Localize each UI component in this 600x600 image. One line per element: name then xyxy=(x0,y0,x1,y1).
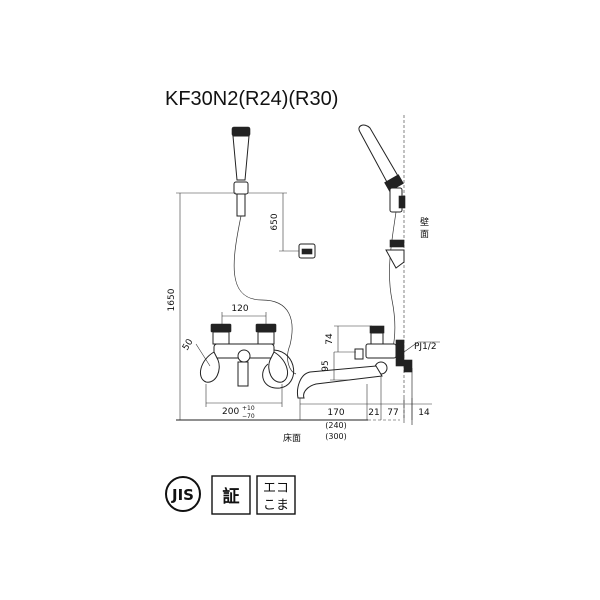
certified-mark-text: 証 xyxy=(223,486,240,507)
eco-mark-line2: こま xyxy=(263,498,289,513)
faucet-body xyxy=(199,323,295,389)
dim-77: 77 xyxy=(387,408,398,418)
dim-650: 650 xyxy=(270,213,280,230)
jis-mark-text: JIS xyxy=(171,486,194,504)
dim-120: 120 xyxy=(231,304,248,314)
dim-200-tol-minus: −70 xyxy=(242,413,255,420)
dim-50: 50 xyxy=(181,337,196,352)
dim-74: 74 xyxy=(325,333,335,345)
floor-label: 床面 xyxy=(283,432,301,444)
certified-mark: 証 xyxy=(211,475,251,515)
shower-head xyxy=(231,126,251,217)
dim-1650: 1650 xyxy=(167,288,177,311)
wall-hook-side xyxy=(389,239,405,248)
eco-mark-line1: エコ xyxy=(263,481,289,496)
shower-hose xyxy=(233,215,297,375)
dim-pj: PJ1/2 xyxy=(414,342,437,352)
wall-label-text: 壁面 xyxy=(420,216,429,240)
dim-14: 14 xyxy=(418,408,430,418)
jis-mark: JIS xyxy=(165,476,201,512)
dim-200: 200 xyxy=(222,407,239,417)
side-view: 壁面 74 xyxy=(297,115,440,441)
wall-hook xyxy=(298,243,316,259)
model-title: KF30N2(R24)(R30) xyxy=(165,88,338,110)
faucet-body-side xyxy=(297,325,413,399)
front-view: 1650 650 120 50 200 +10 −70 床面 xyxy=(167,126,400,444)
certification-marks: JIS 証 エコ こま xyxy=(165,475,296,515)
dim-21: 21 xyxy=(368,408,379,418)
dim-300: (300) xyxy=(325,432,347,441)
dim-170: 170 xyxy=(327,408,344,418)
wall-label: 壁面 xyxy=(420,216,429,240)
shower-hose-side xyxy=(389,211,397,353)
dim-240: (240) xyxy=(325,421,347,430)
dim-200-tol-plus: +10 xyxy=(242,405,255,412)
dim-95: 95 xyxy=(321,360,331,371)
eco-koma-mark: エコ こま xyxy=(256,475,296,515)
shower-head-side xyxy=(358,124,406,213)
